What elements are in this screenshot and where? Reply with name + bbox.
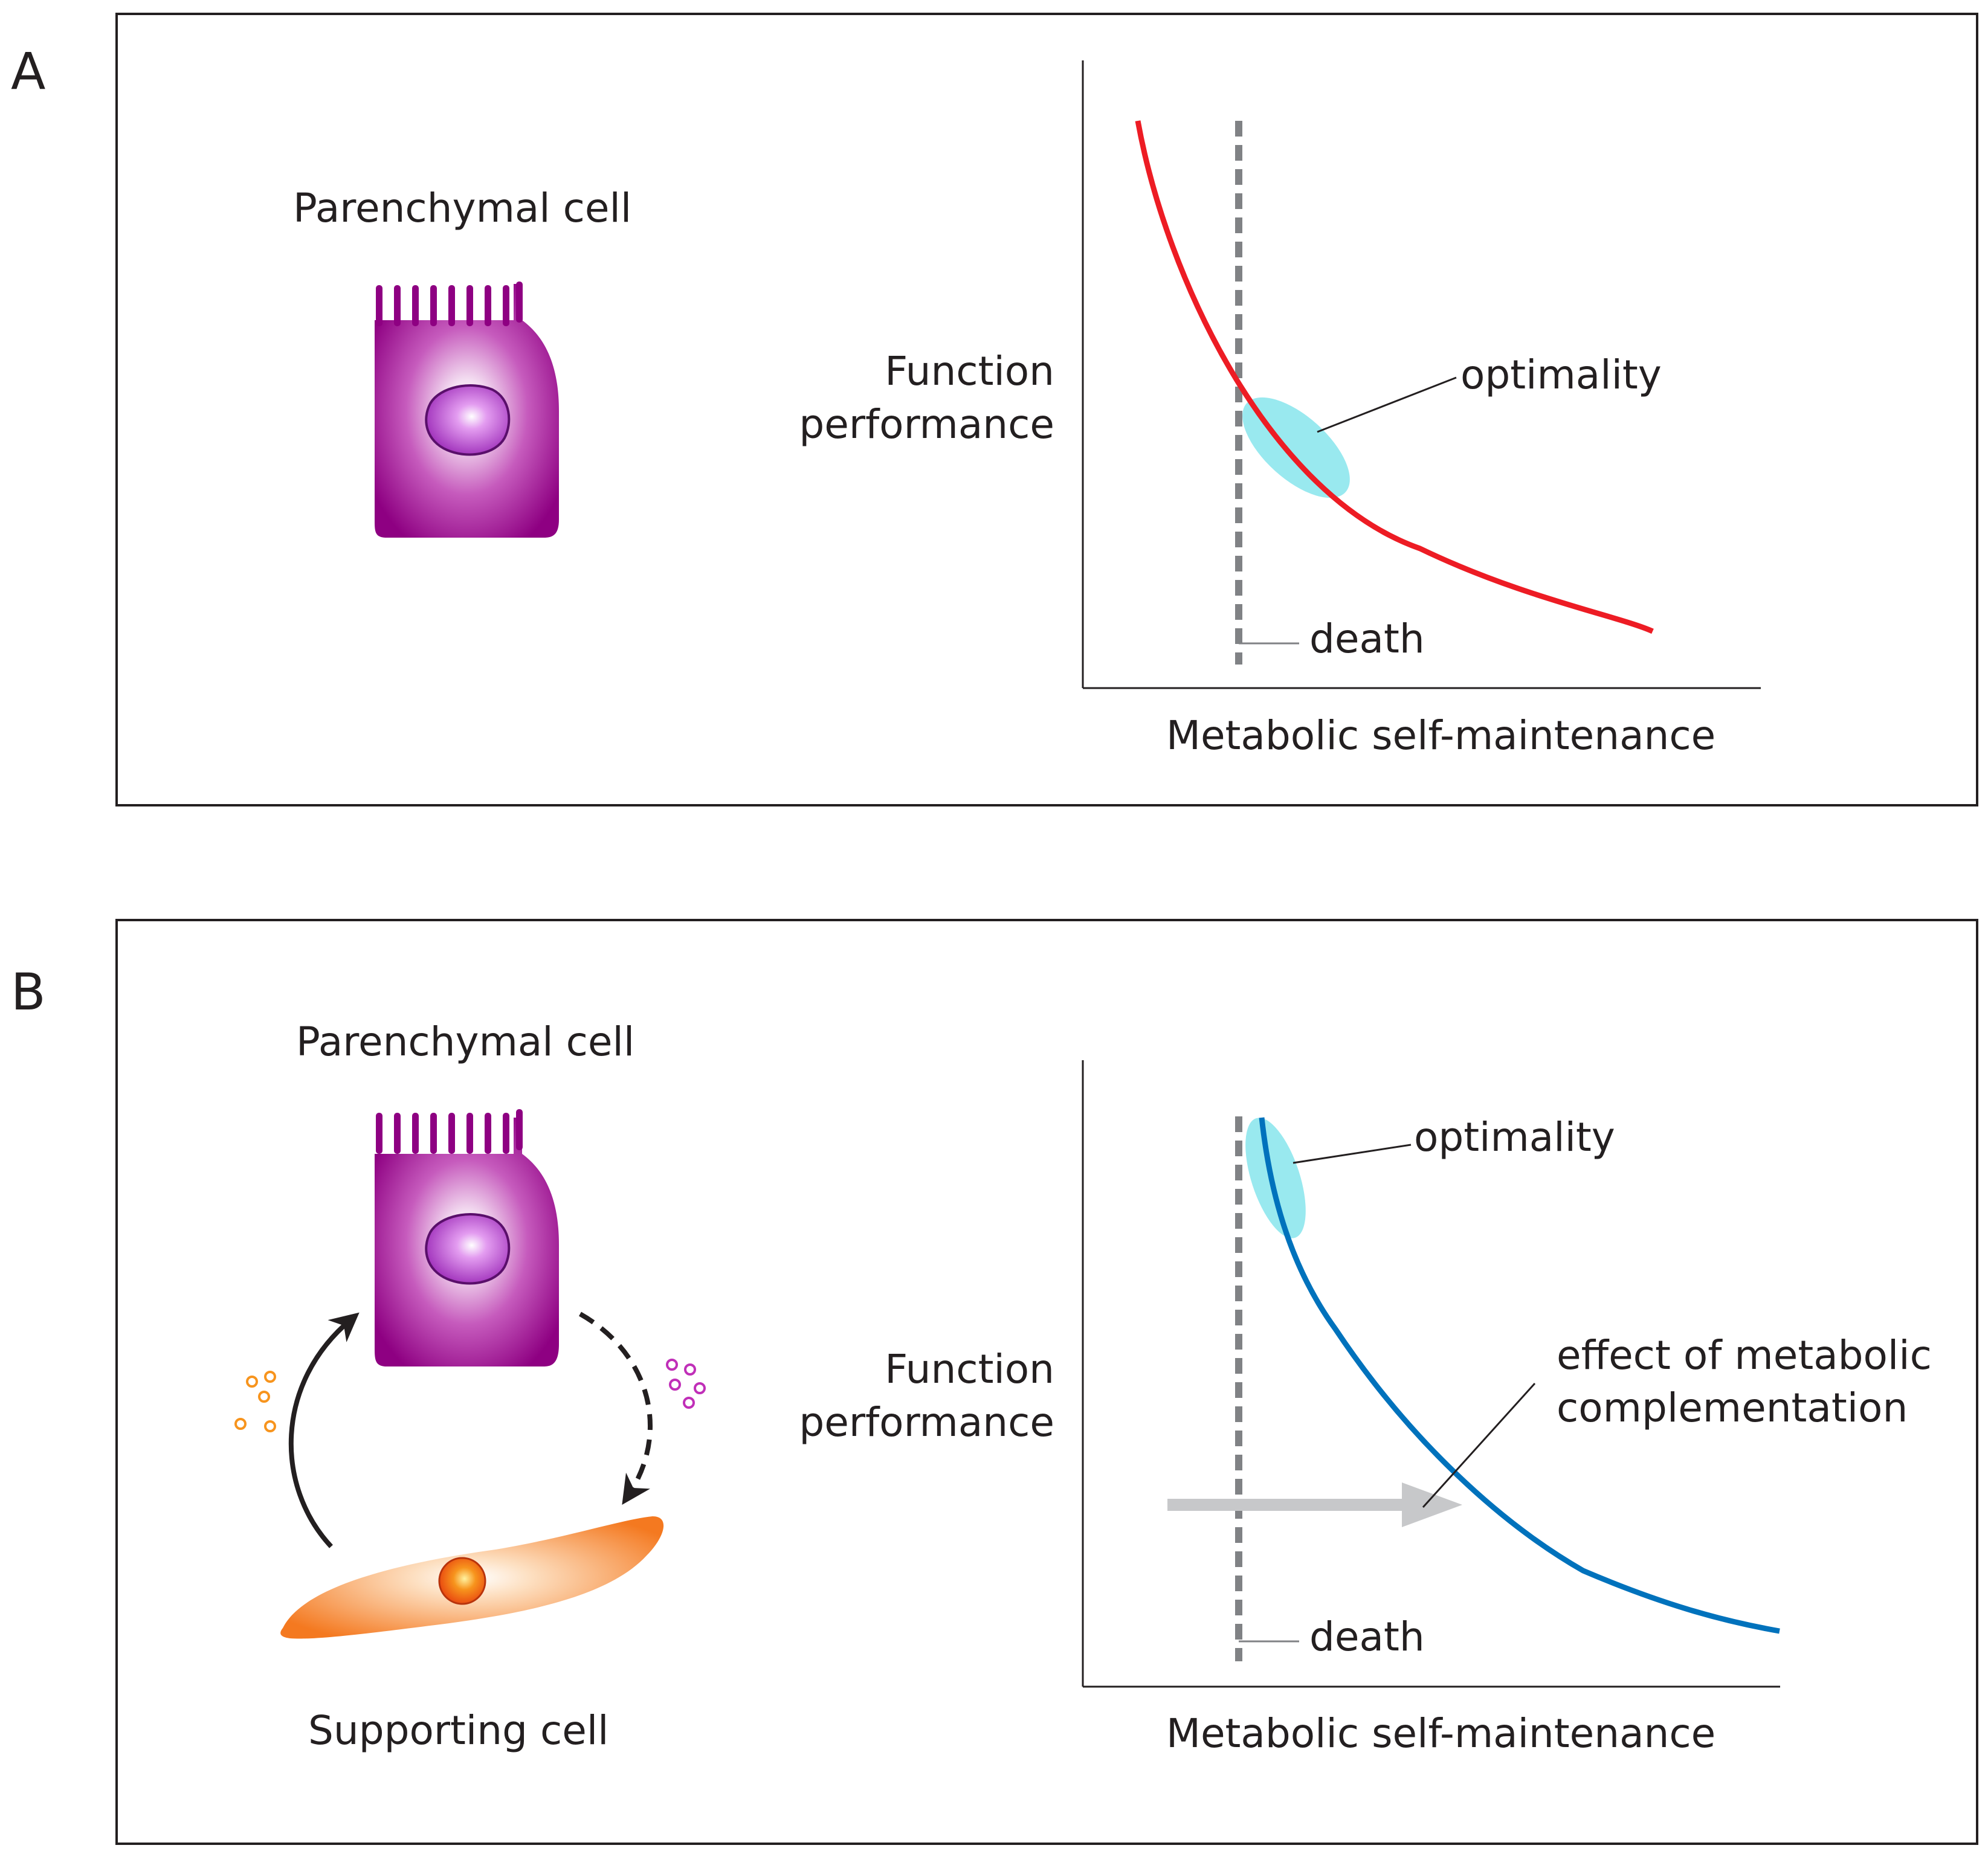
panel-a-nucleus [425,384,511,456]
panel-a-optimality-leader [1317,376,1457,433]
panel-a-parenchymal-cell [375,282,559,538]
orange-vesicles [234,1371,276,1432]
panel-b-optimality-ellipse [1245,1118,1306,1238]
panel-a-letter: A [11,42,46,101]
panel-b-shift-arrow [1167,1482,1462,1527]
purple-vesicles [666,1359,706,1409]
panel-b-letter: B [11,962,46,1022]
panel-b-parenchymal-cell [375,1109,559,1366]
panel-a-ylabel-line1: Function [885,348,1054,394]
panel-a-optimality-ellipse [1242,397,1350,498]
panel-b-effect-line2: complementation [1557,1385,1908,1431]
panel-a-frame [115,13,1978,806]
panel-b-supporting-title: Supporting cell [308,1707,609,1754]
panel-b-optimality-leader [1293,1144,1412,1164]
panel-b-nucleus [425,1213,511,1285]
panel-b-effect-line1: effect of metabolic [1557,1332,1932,1379]
panel-a-microvilli [376,282,523,326]
panel-b-effect-leader [1422,1382,1536,1508]
panel-a-cell-title: Parenchymal cell [293,185,632,231]
panel-b-optimality-label: optimality [1414,1114,1615,1160]
panel-b-curve [1259,1117,1780,1634]
panel-b-axes [1082,1060,1780,1688]
panel-a-xlabel: Metabolic self-maintenance [1166,712,1716,759]
support-to-parenchymal-arrow [288,1312,360,1548]
panel-a-curve [1135,120,1654,634]
panel-a-death-label: death [1309,616,1425,662]
parenchymal-to-support-arrow [579,1312,653,1505]
panel-b-supporting-cell [280,1516,664,1639]
panel-b-frame [115,919,1978,1845]
panel-a-optimality-label: optimality [1460,352,1662,398]
supporting-cell-nucleus [438,1557,486,1605]
panel-b-microvilli [376,1109,523,1154]
panel-a-axes [1082,60,1761,689]
panel-b-ylabel-line1: Function [885,1346,1054,1392]
panel-a-ylabel-line2: performance [799,401,1054,448]
panel-b-cell-title: Parenchymal cell [296,1019,635,1065]
panel-b-xlabel: Metabolic self-maintenance [1166,1710,1716,1757]
panel-b-ylabel-line2: performance [799,1399,1054,1446]
panel-b-death-label: death [1309,1614,1425,1660]
